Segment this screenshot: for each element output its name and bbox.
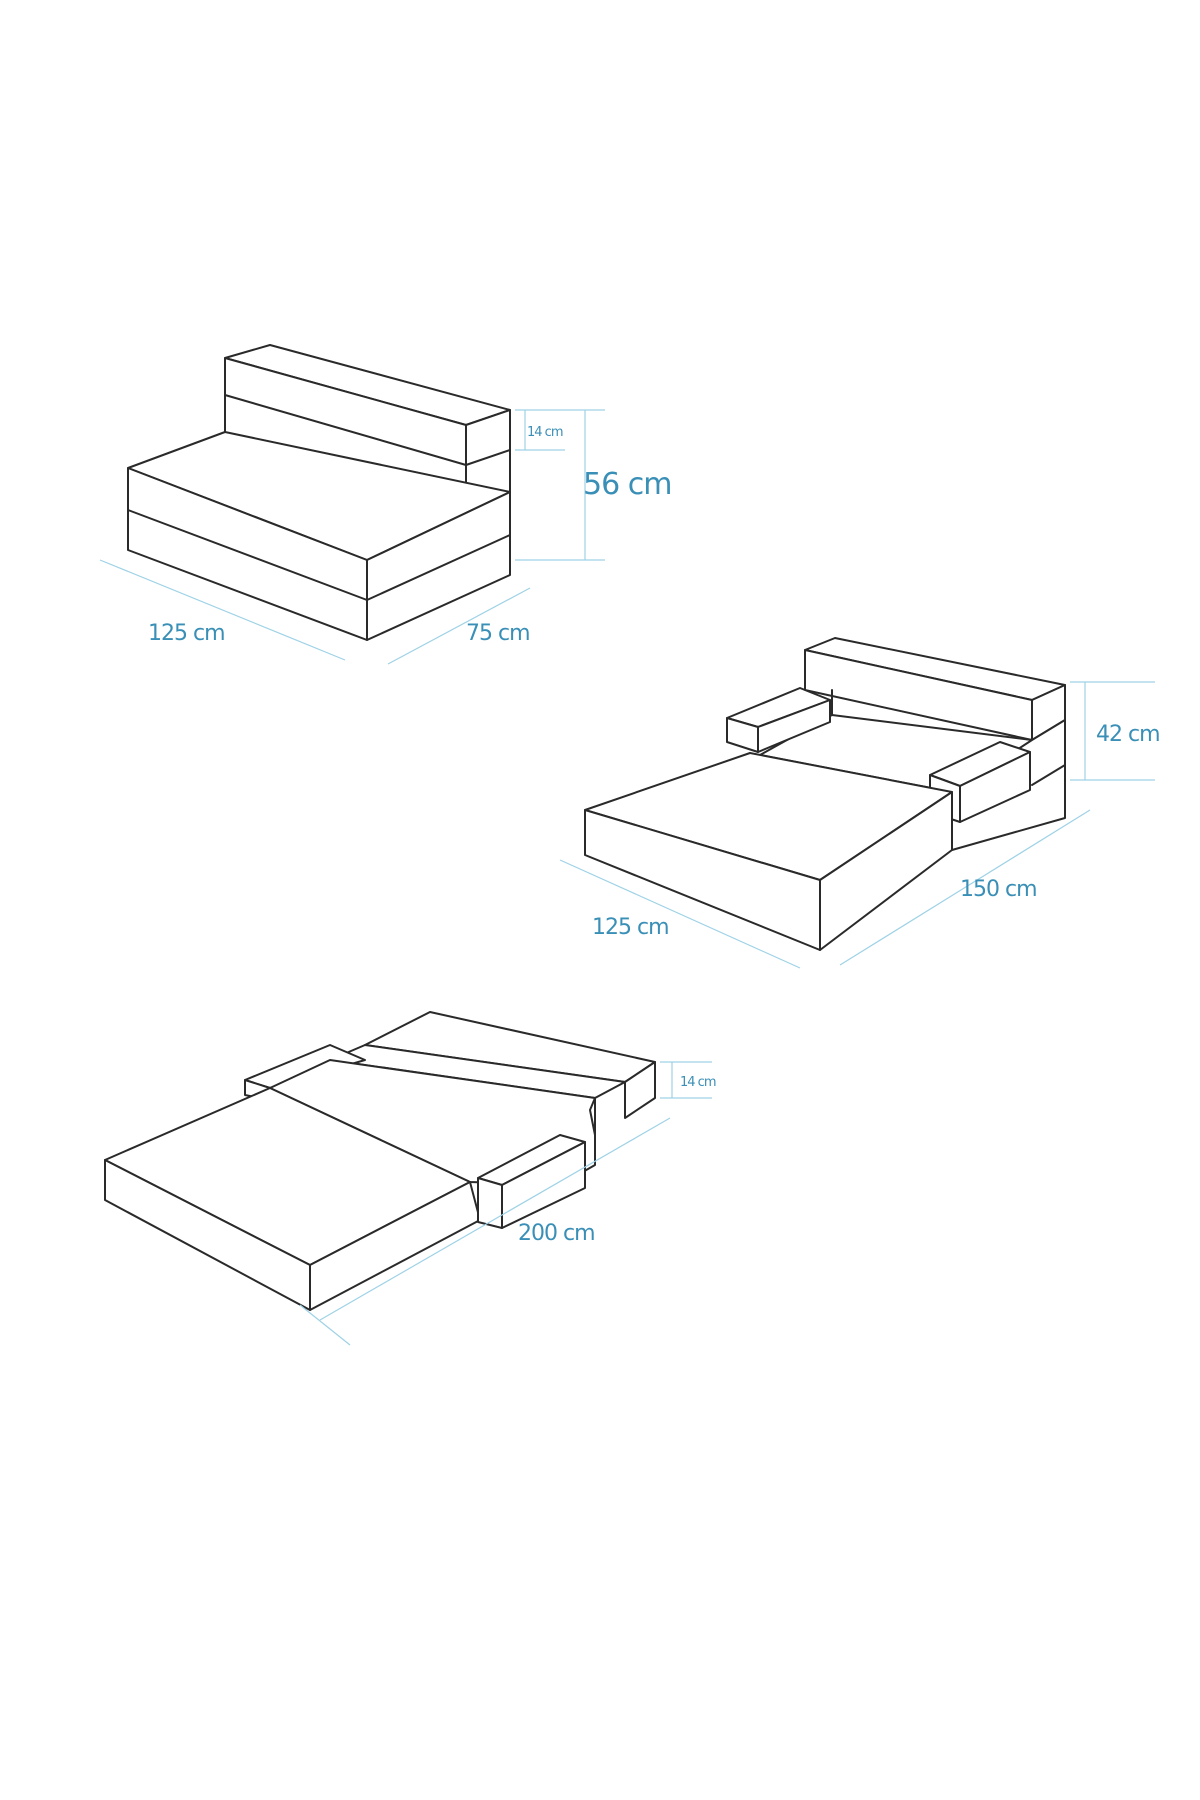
bed-section-height-label: 14 cm: [680, 1075, 716, 1090]
sofa-left-arm: [726, 687, 831, 753]
chair-seat: [127, 431, 511, 641]
bed-head-section: [329, 1011, 656, 1136]
chair-section-height-label: 14 cm: [527, 425, 563, 440]
sofa-dimension-lines: [559, 681, 1155, 969]
chair-dimension-lines: [99, 409, 605, 665]
sofa-height-label: 42 cm: [1096, 722, 1160, 747]
chair-depth-label: 75 cm: [466, 621, 530, 646]
bed-dimension-lines: [299, 1061, 712, 1346]
sofa-open-figure: 125 cm 150 cm 42 cm: [559, 637, 1161, 969]
bed-length-label: 200 cm: [518, 1221, 595, 1246]
sofa-depth-label: 150 cm: [960, 877, 1037, 902]
sofa-width-label: 125 cm: [592, 915, 669, 940]
bed-flat-figure: 200 cm 14 cm: [104, 1011, 717, 1346]
sofa-front-mattress: [584, 752, 953, 951]
bed-mattress: [104, 1059, 596, 1311]
chair-height-label: 56 cm: [583, 467, 671, 502]
chair-width-label: 125 cm: [148, 621, 225, 646]
sofa-backrest: [804, 637, 1066, 741]
folded-chair-figure: 125 cm 75 cm 56 cm 14 cm: [99, 344, 672, 665]
bed-right-arm: [477, 1134, 586, 1229]
